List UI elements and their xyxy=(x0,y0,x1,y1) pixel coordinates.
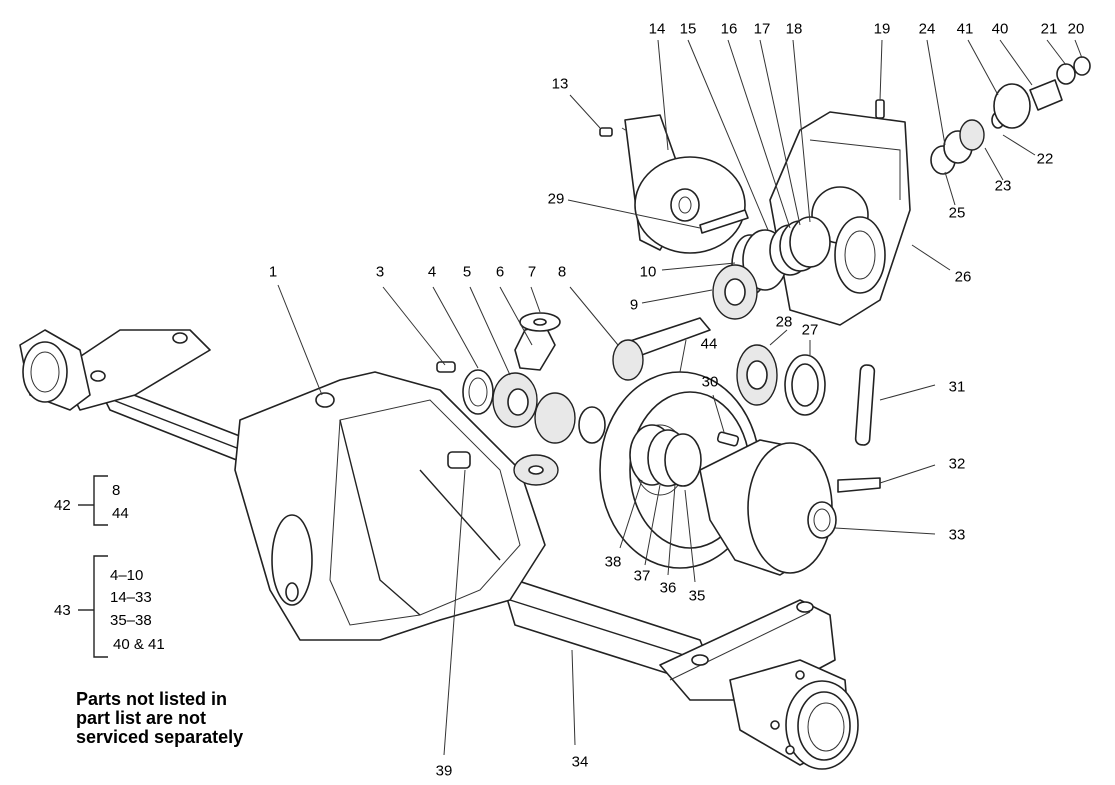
callout-22: 22 xyxy=(1036,150,1054,168)
axle-housing xyxy=(234,371,546,641)
group-43-item: 35–38 xyxy=(110,612,152,629)
callout-36: 36 xyxy=(659,579,677,597)
group-43-label: 43 xyxy=(54,602,71,619)
callout-14: 14 xyxy=(648,20,666,38)
callout-27: 27 xyxy=(801,321,819,339)
gear-housing xyxy=(769,99,911,326)
callout-23: 23 xyxy=(994,177,1012,195)
callout-21: 21 xyxy=(1040,20,1058,38)
callout-38: 38 xyxy=(604,553,622,571)
service-note-line: part list are not xyxy=(76,708,207,728)
callout-5: 5 xyxy=(462,263,472,281)
cover-plate xyxy=(599,114,749,254)
callout-18: 18 xyxy=(785,20,803,38)
callout-19: 19 xyxy=(873,20,891,38)
callout-33: 33 xyxy=(948,526,966,544)
group-43-item: 14–33 xyxy=(110,589,152,606)
callout-10: 10 xyxy=(639,263,657,281)
leader-lines xyxy=(78,39,1083,756)
group-42-item: 44 xyxy=(112,505,129,522)
callout-9: 9 xyxy=(629,296,639,314)
group-43-item: 4–10 xyxy=(110,567,144,584)
bearing-stack xyxy=(712,216,831,320)
callout-13: 13 xyxy=(551,75,569,93)
callout-25: 25 xyxy=(948,204,966,222)
callout-3: 3 xyxy=(375,263,385,281)
callout-4: 4 xyxy=(427,263,437,281)
service-note-line: Parts not listed in xyxy=(76,689,228,709)
group-42-label: 42 xyxy=(54,497,71,514)
callout-24: 24 xyxy=(918,20,936,38)
callout-26: 26 xyxy=(954,268,972,286)
callout-15: 15 xyxy=(679,20,697,38)
callout-7: 7 xyxy=(527,263,537,281)
callout-37: 37 xyxy=(633,567,651,585)
callout-28: 28 xyxy=(775,313,793,331)
callout-32: 32 xyxy=(948,455,966,473)
shim-stack xyxy=(629,424,702,487)
callout-30: 30 xyxy=(701,373,719,391)
differential-gears xyxy=(436,312,606,486)
callout-17: 17 xyxy=(753,20,771,38)
service-note-line: serviced separately xyxy=(76,727,244,747)
output-shaft-parts xyxy=(930,56,1091,175)
callout-41: 41 xyxy=(956,20,974,38)
callout-39: 39 xyxy=(435,762,453,780)
callout-8: 8 xyxy=(557,263,567,281)
bearings xyxy=(736,344,826,416)
callout-40: 40 xyxy=(991,20,1009,38)
callout-16: 16 xyxy=(720,20,738,38)
left-axle-tube xyxy=(19,329,263,471)
group-43-item: 40 & 41 xyxy=(113,636,165,653)
callout-29: 29 xyxy=(547,190,565,208)
axle-tube xyxy=(499,574,859,770)
callout-6: 6 xyxy=(495,263,505,281)
callout-34: 34 xyxy=(571,753,589,771)
callout-31: 31 xyxy=(948,378,966,396)
callout-35: 35 xyxy=(688,587,706,605)
group-42-item: 8 xyxy=(112,482,121,499)
differential-case xyxy=(699,364,881,576)
service-note: Parts not listed in part list are not se… xyxy=(76,690,243,747)
callout-44: 44 xyxy=(700,335,718,353)
callout-20: 20 xyxy=(1067,20,1085,38)
callout-1: 1 xyxy=(268,263,278,281)
